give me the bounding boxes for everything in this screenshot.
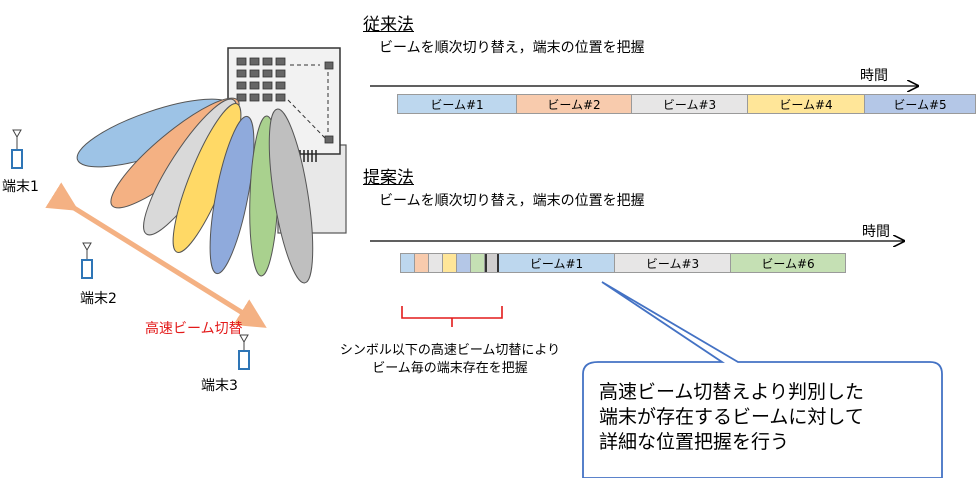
fast-slot-7 bbox=[485, 254, 499, 272]
callout-line2: 端末が存在するビームに対して bbox=[599, 406, 864, 428]
fast-slot-4 bbox=[443, 254, 457, 272]
terminal-2 bbox=[81, 242, 93, 279]
terminal-1 bbox=[11, 129, 23, 169]
fast-switch-arrow bbox=[45, 182, 267, 328]
fast-slot-6 bbox=[471, 254, 485, 272]
beam-dark bbox=[268, 108, 314, 284]
fast-switch-note-line2: ビーム毎の端末存在を把握 bbox=[372, 361, 528, 376]
conventional-time-label: 時間 bbox=[860, 68, 888, 84]
fast-switch-bracket bbox=[401, 306, 503, 327]
proposed-beam-6: ビーム#6 bbox=[731, 254, 845, 272]
fast-slot-1 bbox=[401, 254, 415, 272]
fast-switch-note-line1: シンボル以下の高速ビーム切替により bbox=[339, 343, 561, 358]
proposed-description: ビームを順次切り替え，端末の位置を把握 bbox=[379, 193, 645, 209]
conventional-beam-3: ビーム#3 bbox=[632, 95, 748, 113]
proposed-title: 提案法 bbox=[363, 168, 414, 188]
terminal-3 bbox=[238, 334, 250, 370]
fast-slot-3 bbox=[429, 254, 443, 272]
proposed-beam-sequence: ビーム#1 ビーム#3 ビーム#6 bbox=[400, 253, 846, 273]
conventional-title: 従来法 bbox=[363, 15, 414, 35]
beam-fan bbox=[76, 97, 314, 284]
proposed-beam-3: ビーム#3 bbox=[615, 254, 731, 272]
proposed-time-label: 時間 bbox=[862, 224, 890, 240]
callout-shape bbox=[582, 281, 943, 478]
antenna-element-grid bbox=[236, 57, 334, 144]
callout-text: 高速ビーム切替えより判別した 端末が存在するビームに対して 詳細な位置把握を行う bbox=[599, 380, 864, 455]
terminal-3-label: 端末3 bbox=[201, 378, 238, 394]
proposed-beam-1: ビーム#1 bbox=[499, 254, 615, 272]
conventional-beam-1: ビーム#1 bbox=[398, 95, 517, 113]
conventional-beam-4: ビーム#4 bbox=[748, 95, 865, 113]
conventional-beam-5: ビーム#5 bbox=[865, 95, 975, 113]
conventional-beam-2: ビーム#2 bbox=[517, 95, 632, 113]
callout-line1: 高速ビーム切替えより判別した bbox=[599, 381, 865, 403]
terminal-2-label: 端末2 bbox=[80, 291, 117, 307]
conventional-description: ビームを順次切り替え，端末の位置を把握 bbox=[379, 40, 645, 56]
fast-slot-5 bbox=[457, 254, 471, 272]
terminal-1-label: 端末1 bbox=[2, 179, 39, 195]
callout-line3: 詳細な位置把握を行う bbox=[599, 431, 790, 453]
conventional-beam-sequence: ビーム#1 ビーム#2 ビーム#3 ビーム#4 ビーム#5 bbox=[397, 94, 976, 114]
fast-switch-label: 高速ビーム切替 bbox=[145, 321, 243, 337]
fast-switch-note: シンボル以下の高速ビーム切替により ビーム毎の端末存在を把握 bbox=[300, 342, 600, 378]
fast-slot-2 bbox=[415, 254, 429, 272]
